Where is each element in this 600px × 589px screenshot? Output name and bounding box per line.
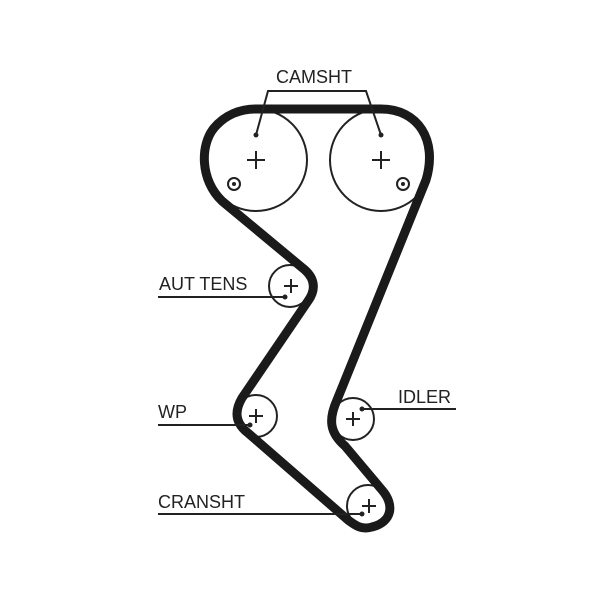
auto-tensioner-label: AUT TENS xyxy=(159,274,247,294)
camshaft-leader-dot-left xyxy=(253,132,259,138)
water-pump-leader-dot xyxy=(247,422,253,428)
idler-leader-dot xyxy=(359,406,365,412)
auto-tensioner-center-cross xyxy=(284,279,298,293)
idler-label: IDLER xyxy=(398,387,451,407)
timing-mark-left-icon xyxy=(227,177,241,191)
idler-center-cross xyxy=(346,412,360,426)
timing-belt xyxy=(199,104,434,533)
water-pump-label: WP xyxy=(158,402,187,422)
crankshaft-center-cross xyxy=(362,499,376,513)
crankshaft-label: CRANSHT xyxy=(158,492,245,512)
timing-mark-right-icon xyxy=(396,177,410,191)
auto-tensioner-leader-dot xyxy=(282,294,288,300)
camshaft-label: CAMSHT xyxy=(276,67,352,87)
camshaft-right-center-cross xyxy=(372,151,390,169)
water-pump-center-cross xyxy=(249,409,263,423)
crankshaft-leader-dot xyxy=(359,511,365,517)
camshaft-left-center-cross xyxy=(247,151,265,169)
camshaft-leader-line xyxy=(255,90,382,136)
camshaft-leader-dot-right xyxy=(378,132,384,138)
